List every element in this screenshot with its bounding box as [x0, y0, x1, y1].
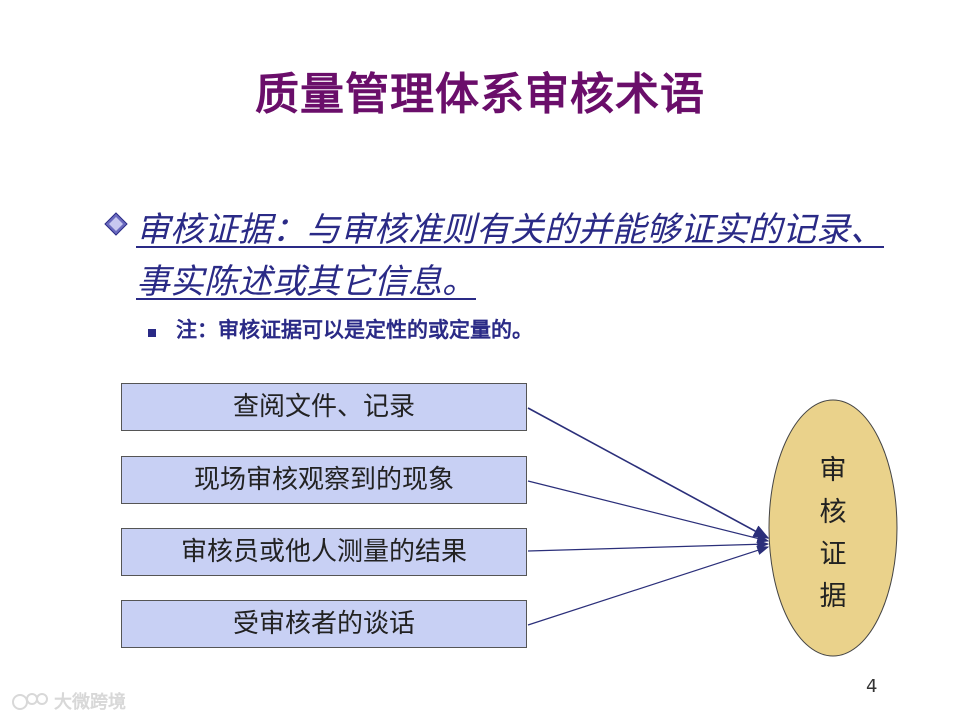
- definition-text: 审核证据：与审核准则有关的并能够证实的记录、事实陈述或其它信息。: [136, 210, 884, 302]
- source-box-interview: 受审核者的谈话: [121, 600, 527, 648]
- watermark-text: 大微跨境: [54, 692, 126, 713]
- watermark-logo-icon: [12, 693, 48, 710]
- watermark: 大微跨境: [10, 688, 126, 714]
- arrow-1: [527, 407, 770, 539]
- source-box-measurement: 审核员或他人测量的结果: [121, 528, 527, 576]
- note-text: 注：审核证据可以是定性的或定量的。: [176, 318, 533, 342]
- square-bullet-icon: [148, 329, 156, 337]
- diamond-bullet-icon: [104, 212, 128, 236]
- arrow-2: [527, 480, 770, 544]
- audit-evidence-ellipse: [768, 399, 898, 657]
- audit-evidence-label: 审核证据: [819, 455, 847, 612]
- arrow-3: [527, 539, 770, 552]
- slide-title: 质量管理体系审核术语: [255, 69, 705, 120]
- page-number: 4: [866, 676, 878, 697]
- source-box-documents: 查阅文件、记录: [121, 383, 527, 431]
- source-box-observation: 现场审核观察到的现象: [121, 456, 527, 504]
- arrow-4: [527, 545, 770, 626]
